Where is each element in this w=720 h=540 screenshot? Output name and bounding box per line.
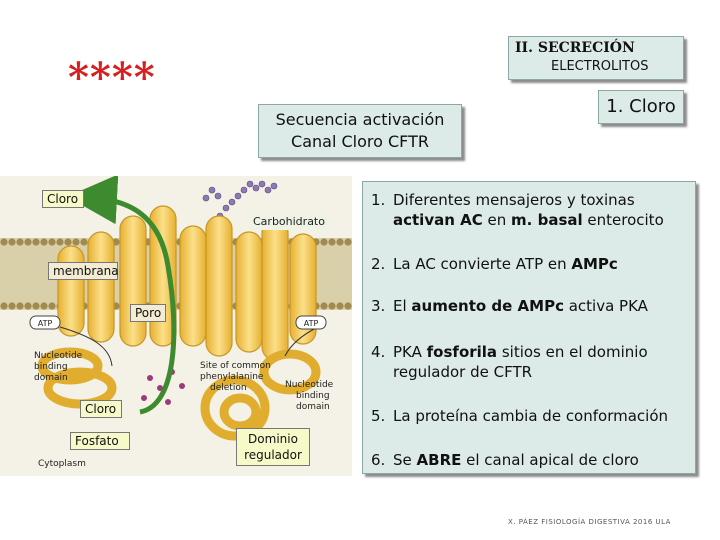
lipid-head xyxy=(0,238,8,246)
step-5: 5. La proteína cambia de conformación xyxy=(371,406,689,426)
step-number: 2. xyxy=(371,255,386,273)
lipid-head xyxy=(48,302,56,310)
nbd-right-line2: binding xyxy=(296,391,330,401)
chloride-path-arrow xyxy=(67,176,177,415)
atp-right-label: ATP xyxy=(304,319,319,328)
steps-box: 1. Diferentes mensajeros y toxinas activa… xyxy=(362,181,696,474)
atp-left-label: ATP xyxy=(38,319,53,328)
step-text-run: Se xyxy=(393,451,417,469)
lipid-head xyxy=(16,302,24,310)
lipid-head xyxy=(64,238,72,246)
lipid-head xyxy=(8,302,16,310)
step-text-run: La AC convierte ATP en xyxy=(393,255,572,273)
lipid-head xyxy=(320,302,328,310)
atp-right-badge xyxy=(295,315,327,330)
step-number: 3. xyxy=(371,297,386,315)
lipid-head xyxy=(40,238,48,246)
lipid-head xyxy=(328,302,336,310)
membrana-label: membrana xyxy=(48,262,119,280)
cloro-top-label: Cloro xyxy=(42,190,84,208)
nbd-left-line1: Nucleotide xyxy=(34,351,83,361)
lipid-head xyxy=(344,302,352,310)
step-bold-run: ABRE xyxy=(416,451,462,469)
lipid-head xyxy=(32,238,40,246)
step-number: 5. xyxy=(371,407,386,425)
nbd-right-line1: Nucleotide xyxy=(285,380,334,390)
site-line1: Site of common xyxy=(200,361,271,371)
slide-title-box: Secuencia activación Canal Cloro CFTR xyxy=(258,104,462,158)
dominio-line2: regulador xyxy=(244,448,302,462)
step-text: Se ABRE el canal apical de cloro xyxy=(393,450,687,470)
slide-title-line1: Secuencia activación xyxy=(275,110,445,129)
step-bold-run: aumento de AMPc xyxy=(411,297,564,315)
site-line3: deletion xyxy=(210,383,247,393)
step-text-run: La proteína cambia de conformación xyxy=(393,407,669,425)
carbohidrato-label: Carbohidrato xyxy=(250,214,328,230)
step-number: 6. xyxy=(371,451,386,469)
cloro-bottom-label: Cloro xyxy=(80,400,122,418)
step-3: 3. El aumento de AMPc activa PKA xyxy=(371,296,689,316)
fosfato-label: Fosfato xyxy=(70,432,130,450)
nbd-left-line3: domain xyxy=(34,373,68,383)
section-title-line2: ELECTROLITOS xyxy=(551,59,649,74)
step-text-run: enterocito xyxy=(582,211,664,229)
lipid-head xyxy=(40,302,48,310)
step-text: La proteína cambia de conformación xyxy=(393,406,687,426)
step-bold-run: activan AC xyxy=(393,211,483,229)
topic-box: 1. Cloro xyxy=(598,90,684,124)
lipid-head xyxy=(72,238,80,246)
dominio-regulador-label: Dominio regulador xyxy=(236,428,310,466)
step-text: La AC convierte ATP en AMPc xyxy=(393,254,687,274)
slide-title-line2: Canal Cloro CFTR xyxy=(291,132,429,151)
step-number: 4. xyxy=(371,343,386,361)
step-text: Diferentes mensajeros y toxinas activan … xyxy=(393,190,687,230)
lipid-head xyxy=(48,238,56,246)
cftr-protein xyxy=(57,205,317,361)
step-text-run: sitios en el dominio regulador de CFTR xyxy=(393,343,648,381)
atp-left-badge xyxy=(29,315,61,330)
lipid-head xyxy=(0,302,8,310)
step-text-run: el canal apical de cloro xyxy=(461,451,639,469)
step-bold-run: m. basal xyxy=(511,211,583,229)
step-number: 1. xyxy=(371,191,386,209)
section-title-box: II. SECRECIÓN ELECTROLITOS xyxy=(508,36,684,80)
site-line2: phenylalanine xyxy=(200,372,264,382)
lipid-head xyxy=(328,238,336,246)
step-text-run: El xyxy=(393,297,412,315)
stars-marker: **** xyxy=(68,54,156,101)
lipid-head xyxy=(24,238,32,246)
footer-credit: X. PÁEZ FISIOLOGÍA DIGESTIVA 2016 ULA xyxy=(508,518,671,526)
step-text-run: Diferentes mensajeros y toxinas xyxy=(393,191,635,209)
step-bold-run: AMPc xyxy=(571,255,618,273)
step-text-run: PKA xyxy=(393,343,427,361)
step-2: 2. La AC convierte ATP en AMPc xyxy=(371,254,689,274)
poro-label: Poro xyxy=(130,304,166,322)
cytoplasm-label: Cytoplasm xyxy=(38,459,86,469)
step-text: El aumento de AMPc activa PKA xyxy=(393,296,687,316)
lipid-head xyxy=(344,238,352,246)
lipid-head xyxy=(336,238,344,246)
step-text-run: en xyxy=(482,211,512,229)
step-text: PKA fosforila sitios en el dominio regul… xyxy=(393,342,687,382)
nbd-right-line3: domain xyxy=(296,402,330,412)
lipid-head xyxy=(56,238,64,246)
lipid-head xyxy=(24,302,32,310)
lipid-head xyxy=(16,238,24,246)
lipid-head xyxy=(320,238,328,246)
step-4: 4. PKA fosforila sitios en el dominio reg… xyxy=(371,342,689,382)
lipid-head xyxy=(80,238,88,246)
section-title-line1: II. SECRECIÓN xyxy=(515,40,635,56)
dominio-line1: Dominio xyxy=(248,432,298,446)
lipid-head xyxy=(32,302,40,310)
nbd-left-line2: binding xyxy=(34,362,68,372)
step-6: 6. Se ABRE el canal apical de cloro xyxy=(371,450,689,470)
step-1: 1. Diferentes mensajeros y toxinas activa… xyxy=(371,190,689,230)
step-bold-run: fosforila xyxy=(426,343,498,361)
lipid-head xyxy=(8,238,16,246)
step-text-run: activa PKA xyxy=(563,297,648,315)
lipid-head xyxy=(336,302,344,310)
